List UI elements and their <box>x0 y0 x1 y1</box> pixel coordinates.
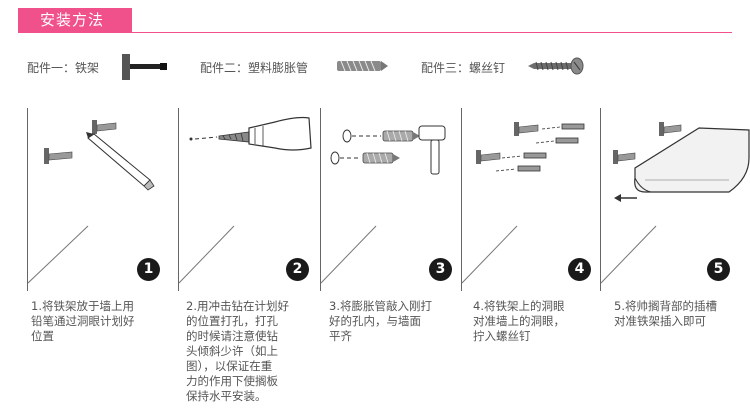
step-1-line: 1.将铁架放于墙上用 <box>31 299 134 313</box>
step-5-text: 5.将帅搁背部的插槽 对准铁架插入即可 <box>614 299 717 329</box>
step-2-line: 图），以保证在重 <box>186 359 273 373</box>
panel-2-wall <box>178 108 179 291</box>
step-2-number: 2 <box>286 258 309 281</box>
panel-5-wall <box>600 108 601 291</box>
step-4-line: 对准墙上的洞眼， <box>473 314 565 328</box>
anchor-icon <box>337 60 388 72</box>
step-1-illustration <box>28 120 155 284</box>
step-3-line: 好的孔内，与墙面 <box>329 314 421 328</box>
step-4-text: 4.将铁架上的洞眼 对准墙上的洞眼， 拧入螺丝钉 <box>473 299 565 344</box>
step-4-line: 4.将铁架上的洞眼 <box>473 299 565 313</box>
section-title-bar <box>18 8 132 32</box>
step-4-line: 拧入螺丝钉 <box>473 329 531 343</box>
step-2-line: 力的作用下使搁板 <box>186 374 278 388</box>
step-1-line: 铅笔通过洞眼计划好 <box>31 314 135 328</box>
title-divider <box>18 32 732 33</box>
step-3-line: 3.将膨胀管敲入刚打 <box>329 299 432 313</box>
step-3-illustration <box>321 125 446 284</box>
step-2-line: 保持水平安装。 <box>186 389 267 403</box>
step-1-text: 1.将铁架放于墙上用 铅笔通过洞眼计划好 位置 <box>31 299 135 344</box>
step-1-number: 1 <box>137 258 160 281</box>
step-2-line: 2.用冲击钻在计划好 <box>186 299 289 313</box>
step-3-text: 3.将膨胀管敲入刚打 好的孔内，与墙面 平齐 <box>329 299 432 344</box>
step-5-illustration <box>601 122 750 284</box>
step-5-line: 对准铁架插入即可 <box>614 314 706 328</box>
step-3-line: 平齐 <box>329 329 352 343</box>
section-title: 安装方法 <box>40 11 105 29</box>
step-2-line: 的时候请注意使钻 <box>186 329 278 343</box>
bracket-icon <box>122 54 167 80</box>
step-3-number: 3 <box>429 258 452 281</box>
panel-4-wall <box>461 108 462 291</box>
step-4-number: 4 <box>568 258 591 281</box>
step-2-line: 的位置打孔，打孔 <box>186 314 278 328</box>
accessory-label-anchor: 配件二：塑料膨胀管 <box>200 61 309 75</box>
step-4-illustration <box>462 122 585 284</box>
accessory-label-bracket: 配件一：铁架 <box>27 61 100 75</box>
step-2-text: 2.用冲击钻在计划好 的位置打孔，打孔 的时候请注意使钻 头倾斜少许（如上 图）… <box>186 299 289 404</box>
accessory-label-screw: 配件三：螺丝钉 <box>421 61 506 75</box>
panel-1-wall <box>27 108 28 291</box>
screw-icon <box>528 57 584 75</box>
step-5-number: 5 <box>707 258 730 281</box>
step-2-line: 头倾斜少许（如上 <box>186 344 278 358</box>
panel-3-wall <box>320 108 321 291</box>
step-5-line: 5.将帅搁背部的插槽 <box>614 299 717 313</box>
step-1-line: 位置 <box>31 329 54 343</box>
step-2-illustration <box>179 116 312 284</box>
